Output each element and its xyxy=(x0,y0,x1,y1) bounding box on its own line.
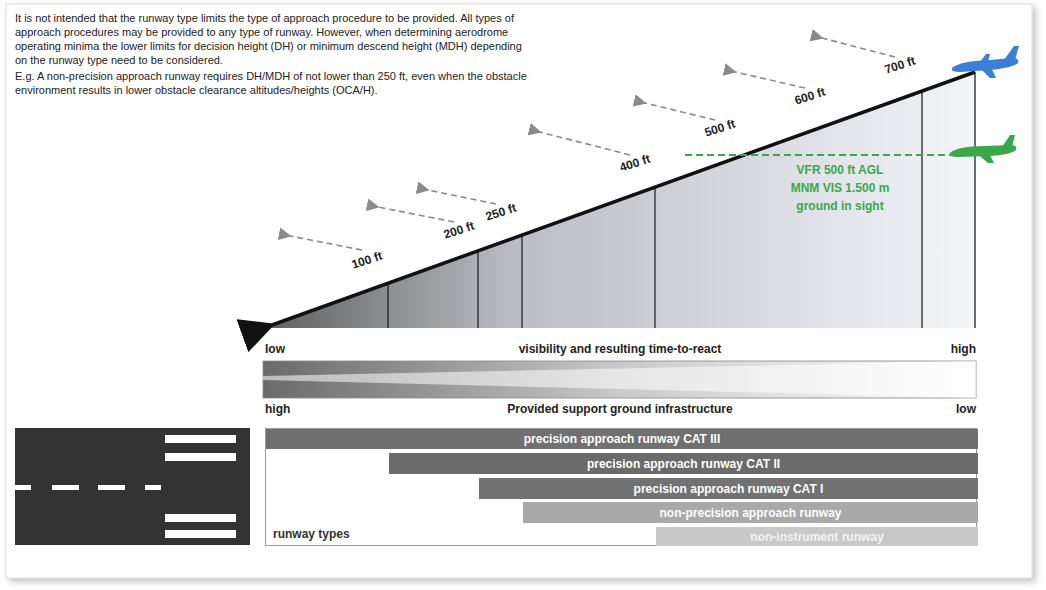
vfr-label: ground in sight xyxy=(796,199,883,213)
bar-label: precision approach runway CAT I xyxy=(634,482,824,496)
axis-label: visibility and resulting time-to-react xyxy=(519,342,722,356)
vfr-label: VFR 500 ft AGL xyxy=(797,163,884,177)
axis-label: Provided support ground infrastructure xyxy=(507,402,732,416)
axis-end-label: high xyxy=(951,342,976,356)
bar-label: non-instrument runway xyxy=(750,530,883,544)
axis-end-label: high xyxy=(265,402,290,416)
runway-type-bar: precision approach runway CAT I xyxy=(479,478,978,499)
bar-label: precision approach runway CAT II xyxy=(587,457,780,471)
note-text: E.g. A non-precision approach runway req… xyxy=(15,69,535,97)
runway-type-bar: non-precision approach runway xyxy=(523,502,978,523)
runway-types-panel: runway types precision approach runway CA… xyxy=(265,428,977,546)
axis-end-label: low xyxy=(956,402,976,416)
panel-heading: runway types xyxy=(273,527,350,541)
bar-label: precision approach runway CAT III xyxy=(524,432,720,446)
bar-label: non-precision approach runway xyxy=(659,506,841,520)
vfr-label: MNM VIS 1.500 m xyxy=(791,181,890,195)
axis-end-label: low xyxy=(265,342,285,356)
note-text: It is not intended that the runway type … xyxy=(15,11,535,67)
runway-type-bar: precision approach runway CAT III xyxy=(266,429,978,449)
runway-type-bar: precision approach runway CAT II xyxy=(389,453,978,474)
runway-type-bar: non-instrument runway xyxy=(656,527,978,546)
